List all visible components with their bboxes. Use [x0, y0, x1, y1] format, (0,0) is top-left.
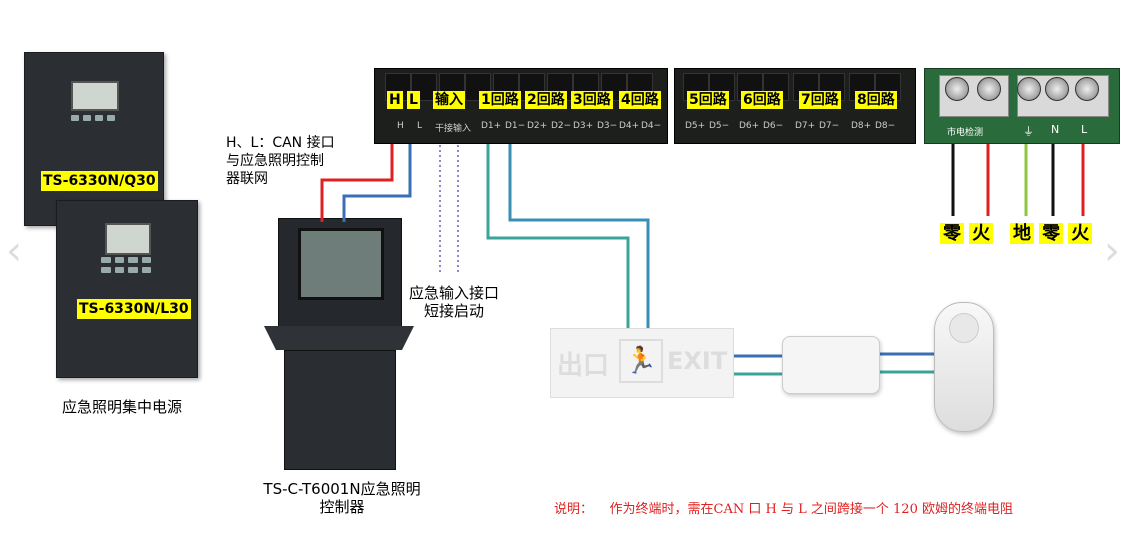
sub-d4-plus: D4+ — [619, 121, 640, 131]
unit2-display — [105, 223, 151, 255]
can-note-line3: 器联网 — [226, 171, 268, 187]
tag-loop-4: 4回路 — [619, 91, 661, 109]
sub-d2-minus: D2− — [551, 121, 572, 131]
tag-loop-5: 5回路 — [687, 91, 729, 109]
chevron-right-icon[interactable]: › — [1104, 228, 1120, 274]
tag-mains-zero: 零 — [940, 223, 964, 244]
tag-live: 火 — [1068, 223, 1093, 244]
tag-ground: 地 — [1010, 223, 1034, 244]
tag-loop-6: 6回路 — [741, 91, 783, 109]
sub-d6-plus: D6+ — [739, 121, 760, 131]
tag-loop-7: 7回路 — [799, 91, 841, 109]
mains-tags-left: 零 火 — [940, 222, 994, 246]
sub-d1-plus: D1+ — [481, 121, 502, 131]
controller-screen — [298, 228, 384, 300]
emergency-input-line1: 应急输入接口 — [408, 284, 499, 302]
sub-d4-minus: D4− — [641, 121, 662, 131]
unit2-buttons — [101, 257, 151, 273]
chevron-left-icon[interactable]: ‹ — [6, 228, 22, 274]
sub-d2-plus: D2+ — [527, 121, 548, 131]
note-text: 作为终端时，需在CAN 口 H 与 L 之间跨接一个 120 欧姆的终端电阻 — [609, 502, 1013, 517]
sub-d6-minus: D6− — [763, 121, 784, 131]
note-label: 说明： — [554, 502, 594, 517]
wire-l-blue — [342, 108, 412, 222]
sub-d7-plus: D7+ — [795, 121, 816, 131]
controller-caption-line1: TS-C-T6001N应急照明 — [263, 480, 421, 498]
power-unit-q30: TS-6330N/Q30 — [24, 52, 164, 226]
sub-d3-minus: D3− — [597, 121, 618, 131]
tag-loop-2: 2回路 — [525, 91, 567, 109]
controller-caption-line2: 控制器 — [319, 498, 365, 516]
wire-h-red — [320, 108, 394, 222]
sub-n: N — [1051, 123, 1060, 136]
tag-loop-1: 1回路 — [479, 91, 521, 109]
can-note: H、L：CAN 接口 与应急照明控制 器联网 — [226, 134, 335, 188]
tag-mains-live: 火 — [969, 223, 994, 244]
unit1-display — [71, 81, 119, 111]
power-unit-caption: 应急照明集中电源 — [62, 398, 183, 416]
wire-d1-plus — [486, 108, 630, 334]
sub-d8-minus: D8− — [875, 121, 896, 131]
tag-input: 输入 — [433, 91, 465, 109]
can-note-line2: 与应急照明控制 — [226, 153, 324, 169]
controller-caption: TS-C-T6001N应急照明 控制器 — [252, 480, 432, 516]
running-man-icon: 🏃 — [619, 339, 663, 383]
tag-zero: 零 — [1039, 223, 1064, 244]
controller-cabinet — [264, 218, 414, 470]
installation-note: 说明： 作为终端时，需在CAN 口 H 与 L 之间跨接一个 120 欧姆的终端… — [554, 498, 1013, 517]
detector-device — [782, 336, 880, 394]
unit1-buttons — [71, 115, 115, 121]
tag-l: L — [407, 91, 420, 109]
unit1-model-label: TS-6330N/Q30 — [41, 171, 158, 191]
sub-l-live: L — [1081, 123, 1088, 136]
exit-sign: 出口 🏃 EXIT — [550, 328, 734, 398]
power-unit-l30: TS-6330N/L30 — [56, 200, 198, 378]
can-note-line1: H、L：CAN 接口 — [226, 135, 335, 151]
mains-tags-right: 地 零 火 — [1010, 222, 1093, 246]
terminal-block-left: H L 输入 1回路 2回路 3回路 4回路 H L 干接输入 D1+ D1− … — [374, 68, 668, 144]
power-terminal-block: 市电检测 ⏚ N L — [924, 68, 1120, 144]
sub-d1-minus: D1− — [505, 121, 526, 131]
sub-d8-plus: D8+ — [851, 121, 872, 131]
sub-d3-plus: D3+ — [573, 121, 594, 131]
emergency-input-note: 应急输入接口 短接启动 — [402, 284, 506, 320]
panel-device — [934, 302, 994, 432]
sub-ground: ⏚ — [1023, 125, 1034, 138]
tag-loop-8: 8回路 — [855, 91, 897, 109]
sub-d7-minus: D7− — [819, 121, 840, 131]
sub-d5-plus: D5+ — [685, 121, 706, 131]
exit-text-en: EXIT — [667, 347, 728, 375]
wire-d1-minus — [508, 108, 650, 334]
sub-dry-input: 干接输入 — [435, 124, 472, 134]
tag-h: H — [387, 91, 403, 109]
sub-h: H — [397, 121, 404, 131]
unit2-model-label: TS-6330N/L30 — [77, 299, 191, 319]
sub-d5-minus: D5− — [709, 121, 730, 131]
terminal-block-mid: 5回路 6回路 7回路 8回路 D5+ D5− D6+ D6− D7+ D7− … — [674, 68, 916, 144]
sub-mains-detect: 市电检测 — [947, 128, 984, 138]
sub-l: L — [417, 121, 423, 131]
tag-loop-3: 3回路 — [571, 91, 613, 109]
exit-text-cn: 出口 — [557, 351, 610, 381]
emergency-input-line2: 短接启动 — [423, 302, 484, 320]
